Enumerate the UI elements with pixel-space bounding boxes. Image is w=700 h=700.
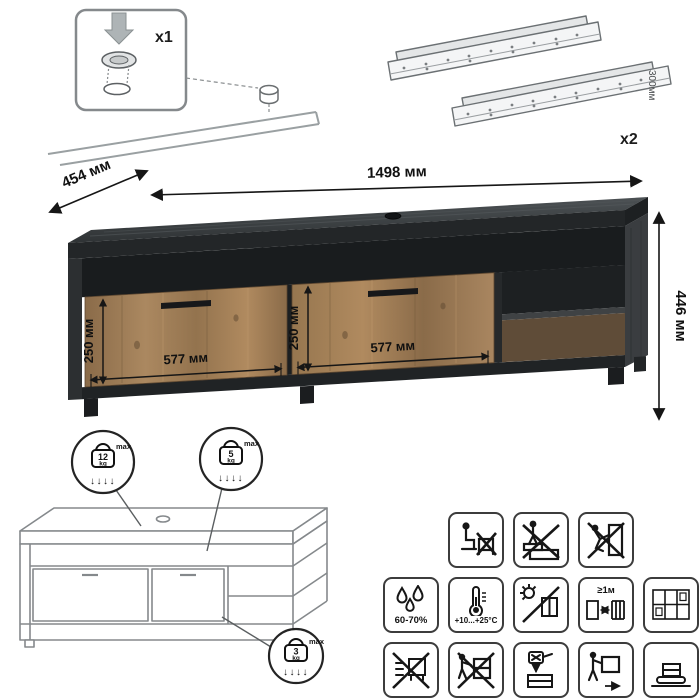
load-drawer-max: max (309, 637, 325, 646)
load-top-value: 12 (98, 452, 108, 462)
no-dragging-icon (392, 652, 430, 689)
kettlebell-icon (284, 638, 308, 662)
load-callout-top: 12 kg max ↓↓↓↓ (70, 429, 142, 527)
carry-upright-icon (587, 651, 621, 691)
load-top-unit: kg (99, 461, 107, 468)
care-icon-no-dragging (383, 642, 439, 698)
drawer-right-handle[interactable] (368, 288, 418, 297)
temperature-range-label: +10...+25°C (454, 615, 498, 625)
drawer-right-width-label: 577 мм (370, 338, 415, 356)
no-direct-sunlight-icon (520, 584, 560, 623)
tv-stand-3d: 454 мм 1498 мм 446 мм 250 мм 577 мм 250 … (48, 156, 689, 421)
foot-qty-label: x1 (155, 29, 173, 46)
care-icon-assemble-on-soft-surface (643, 642, 699, 698)
height-dimension-label: 446 мм (672, 290, 689, 341)
care-icon-no-pushing-loaded (448, 642, 504, 698)
load-shelf-value: 5 (228, 449, 233, 459)
drawer-left (84, 284, 288, 388)
heat-source-distance-icon (586, 599, 625, 620)
drawer-slides-callout: x2 300мм (387, 15, 672, 148)
foot-glide-callout: x1 (47, 8, 320, 166)
rail-b-holes (466, 78, 643, 117)
rail-a-holes (402, 33, 579, 71)
no-standing-on-drawers-icon (522, 520, 560, 561)
humidity-range-icon (396, 584, 424, 612)
mounted-foot-icon (259, 84, 279, 114)
care-icon-grid: 60-70% +10...+25°C ≥1м (383, 512, 699, 698)
drawer-left-handle[interactable] (161, 300, 211, 309)
humidity-range-label: 60-70% (394, 614, 428, 626)
drawer-left-width-label: 577 мм (163, 350, 208, 368)
care-icon-no-climbing (578, 512, 634, 568)
drawer-right (291, 272, 495, 376)
load-drawer-value: 3 (293, 647, 298, 657)
care-icon-dry-cloth-cleaning (513, 642, 569, 698)
cable-hole (384, 212, 402, 220)
no-pushing-loaded-icon (457, 652, 495, 689)
care-icon-wall-units-layout (643, 577, 699, 633)
care-icon-humidity-range: 60-70% (383, 577, 439, 633)
kettlebell-icon (219, 440, 243, 465)
temperature-range-icon (469, 585, 486, 616)
wall-units-layout-icon (652, 589, 690, 620)
load-drawer-unit: kg (292, 655, 300, 662)
press-down-arrow-icon (103, 12, 135, 45)
assemble-on-soft-surface-icon (651, 663, 691, 687)
load-callout-shelf: 5 kg max ↓↓↓↓ (198, 426, 264, 552)
care-icon-heat-source-distance: ≥1м (578, 577, 634, 633)
kettlebell-icon (91, 443, 115, 468)
load-top-arrows: ↓↓↓↓ (90, 476, 116, 487)
care-icon-no-sitting (448, 512, 504, 568)
load-shelf-max: max (244, 439, 260, 448)
care-icon-carry-upright (578, 642, 634, 698)
drawer-left-height-label: 250 мм (81, 319, 96, 364)
care-icon-temperature-range: +10...+25°C (448, 577, 504, 633)
drawer-right-height-label: 250 мм (286, 306, 301, 351)
no-climbing-icon (587, 522, 625, 559)
width-dimension-label: 1498 мм (367, 163, 427, 182)
slide-qty-label: x2 (620, 131, 638, 148)
dry-cloth-cleaning-icon (527, 651, 553, 688)
load-top-max: max (116, 442, 132, 451)
foot-glide-icon (101, 51, 137, 96)
load-shelf-arrows: ↓↓↓↓ (218, 473, 244, 484)
load-drawer-arrows: ↓↓↓↓ (283, 667, 309, 678)
tv-stand-outline (19, 507, 328, 648)
no-sitting-icon (460, 522, 497, 556)
load-shelf-unit: kg (227, 458, 235, 465)
care-icon-no-standing-on-drawers (513, 512, 569, 568)
care-icon-no-direct-sunlight (513, 577, 569, 633)
load-callout-drawer: 3 kg max ↓↓↓↓ (221, 616, 325, 685)
slide-length-label: 300мм (646, 70, 657, 101)
heat-distance-label: ≥1м (597, 585, 615, 597)
legs (84, 356, 646, 417)
